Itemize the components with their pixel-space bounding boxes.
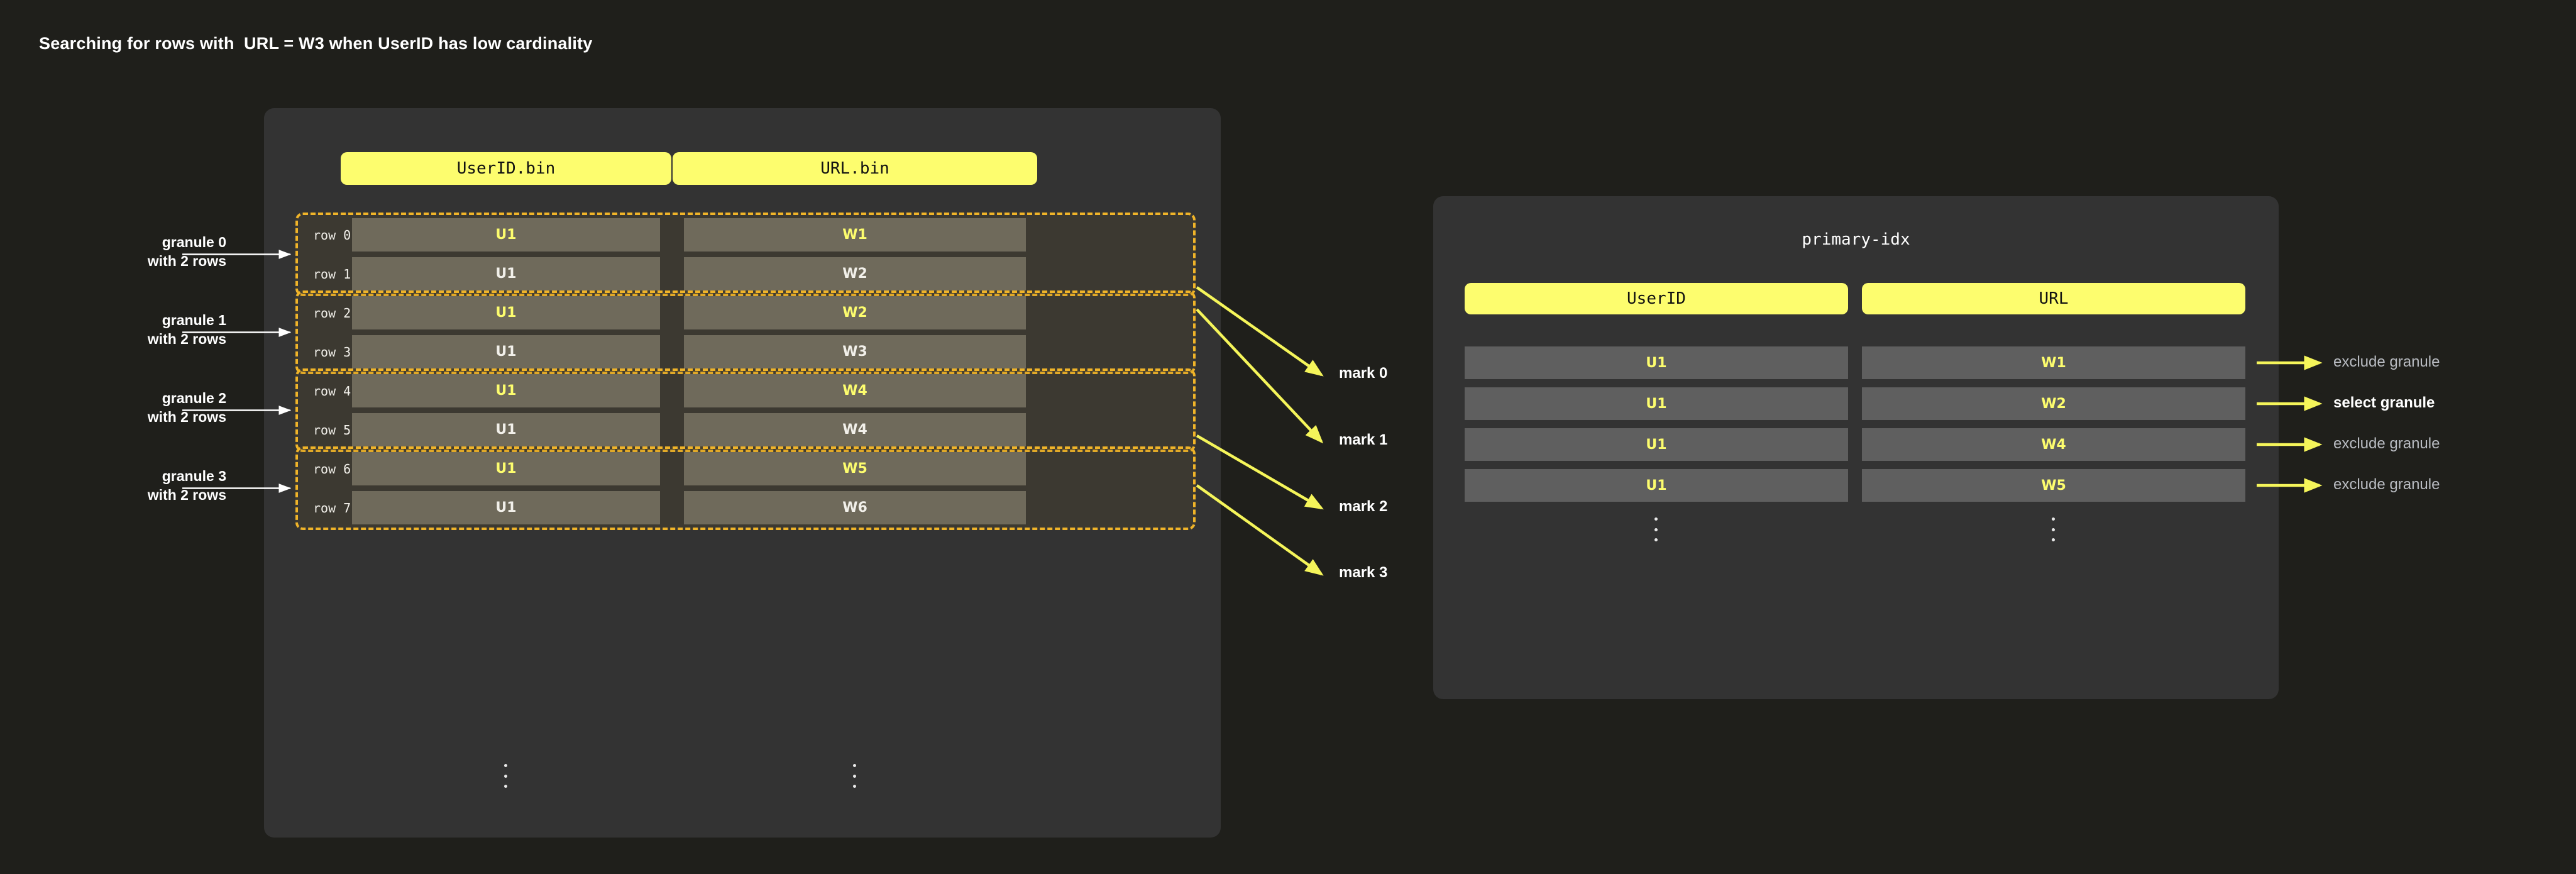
- exclude-granule-annotation-2: exclude granule: [2333, 435, 2440, 452]
- userid-cell-row-6: U1: [352, 452, 660, 485]
- userid-cell-row-4: U1: [352, 374, 660, 407]
- row-label-6: row 6: [313, 461, 351, 477]
- granule-caption-0: granule 0 with 2 rows: [147, 233, 226, 269]
- mark-label-3: mark 3: [1339, 564, 1388, 581]
- userid-cell-row-2: U1: [352, 296, 660, 329]
- index-url-cell-0: W1: [1862, 346, 2245, 379]
- granule-caption-2: granule 2 with 2 rows: [147, 389, 226, 425]
- userid-cell-row-1: U1: [352, 257, 660, 290]
- userid-cell-row-0: U1: [352, 218, 660, 252]
- column-header-url-bin: URL.bin: [673, 152, 1037, 185]
- row-label-5: row 5: [313, 422, 351, 438]
- url-cell-row-6: W5: [684, 452, 1026, 485]
- index-userid-ellipsis-icon: [1654, 517, 1658, 541]
- url-cell-row-1: W2: [684, 257, 1026, 290]
- row-label-0: row 0: [313, 227, 351, 243]
- url-cell-row-5: W4: [684, 413, 1026, 446]
- primary-index-title: primary-idx: [1802, 230, 1910, 249]
- mark-label-0: mark 0: [1339, 365, 1388, 382]
- select-granule-annotation-1: select granule: [2333, 394, 2435, 411]
- index-url-cell-2: W4: [1862, 428, 2245, 461]
- mark-label-2: mark 2: [1339, 498, 1388, 515]
- granule-caption-1: granule 1 with 2 rows: [147, 311, 226, 347]
- row-label-3: row 3: [313, 344, 351, 360]
- url-cell-row-3: W3: [684, 335, 1026, 368]
- userid-cell-row-7: U1: [352, 491, 660, 524]
- userid-column-ellipsis-icon: [504, 764, 507, 788]
- row-label-2: row 2: [313, 305, 351, 321]
- index-userid-cell-2: U1: [1465, 428, 1848, 461]
- index-url-cell-3: W5: [1862, 469, 2245, 502]
- index-userid-cell-3: U1: [1465, 469, 1848, 502]
- exclude-granule-annotation-3: exclude granule: [2333, 476, 2440, 493]
- column-header-userid-bin: UserID.bin: [341, 152, 671, 185]
- url-cell-row-7: W6: [684, 491, 1026, 524]
- index-url-cell-1: W2: [1862, 387, 2245, 420]
- url-cell-row-4: W4: [684, 374, 1026, 407]
- index-column-header-url: URL: [1862, 283, 2245, 314]
- row-label-7: row 7: [313, 500, 351, 516]
- page-title: Searching for rows with URL = W3 when Us…: [39, 34, 593, 53]
- url-cell-row-2: W2: [684, 296, 1026, 329]
- userid-cell-row-5: U1: [352, 413, 660, 446]
- exclude-granule-annotation-0: exclude granule: [2333, 353, 2440, 370]
- userid-cell-row-3: U1: [352, 335, 660, 368]
- index-userid-cell-1: U1: [1465, 387, 1848, 420]
- url-column-ellipsis-icon: [853, 764, 856, 788]
- row-label-1: row 1: [313, 266, 351, 282]
- mark-label-1: mark 1: [1339, 431, 1388, 448]
- row-label-4: row 4: [313, 383, 351, 399]
- index-url-ellipsis-icon: [2052, 517, 2055, 541]
- index-userid-cell-0: U1: [1465, 346, 1848, 379]
- url-cell-row-0: W1: [684, 218, 1026, 252]
- granule-caption-3: granule 3 with 2 rows: [147, 467, 226, 503]
- index-column-header-userid: UserID: [1465, 283, 1848, 314]
